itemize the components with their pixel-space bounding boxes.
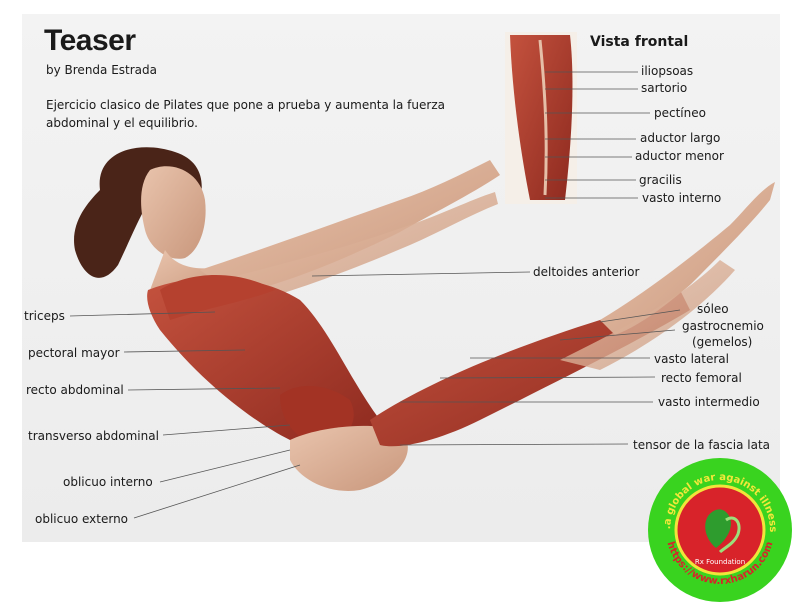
byline: by Brenda Estrada (46, 63, 158, 77)
deltoid (160, 275, 275, 320)
label-oblicuo-externo: oblicuo externo (35, 512, 129, 526)
label-deltoides-anterior: deltoides anterior (533, 265, 640, 279)
label-oblicuo-interno: oblicuo interno (63, 475, 153, 489)
badge-center-text: Rx Foundation (695, 558, 745, 566)
label-gemelos: (gemelos) (692, 335, 753, 349)
inset-thigh (510, 35, 573, 200)
label-soleo: sóleo (697, 302, 729, 316)
leg-lower (600, 182, 775, 335)
description: Ejercicio clasico de Pilates que pone a … (46, 98, 445, 130)
hips (290, 425, 408, 491)
arm-lower (200, 192, 498, 310)
label-pectoral-mayor: pectoral mayor (28, 346, 120, 360)
label-vasto-lateral: vasto lateral (654, 352, 729, 366)
label-gracilis: gracilis (639, 173, 682, 187)
label-gastrocnemio: gastrocnemio (682, 319, 764, 333)
label-aductor-menor: aductor menor (635, 149, 724, 163)
label-pectineo: pectíneo (654, 106, 706, 120)
label-vasto-interno: vasto interno (642, 191, 722, 205)
rx-foundation-badge: ...a global war against illness! https:/… (646, 456, 792, 602)
label-sartorio: sartorio (641, 81, 688, 95)
label-triceps: triceps (24, 309, 65, 323)
inset-title: Vista frontal (590, 34, 689, 50)
label-aductor-largo: aductor largo (640, 131, 721, 145)
label-recto-abdominal: recto abdominal (26, 383, 124, 397)
head (141, 166, 206, 259)
arm-upper (200, 160, 500, 295)
label-tensor-fascia-lata: tensor de la fascia lata (633, 438, 771, 452)
label-vasto-intermedio: vasto intermedio (658, 395, 760, 409)
leaf-icon (705, 509, 731, 548)
page-title: Teaser (44, 24, 136, 57)
label-recto-femoral: recto femoral (661, 371, 742, 385)
label-transverso-abdominal: transverso abdominal (28, 429, 159, 443)
label-iliopsoas: iliopsoas (641, 64, 694, 78)
